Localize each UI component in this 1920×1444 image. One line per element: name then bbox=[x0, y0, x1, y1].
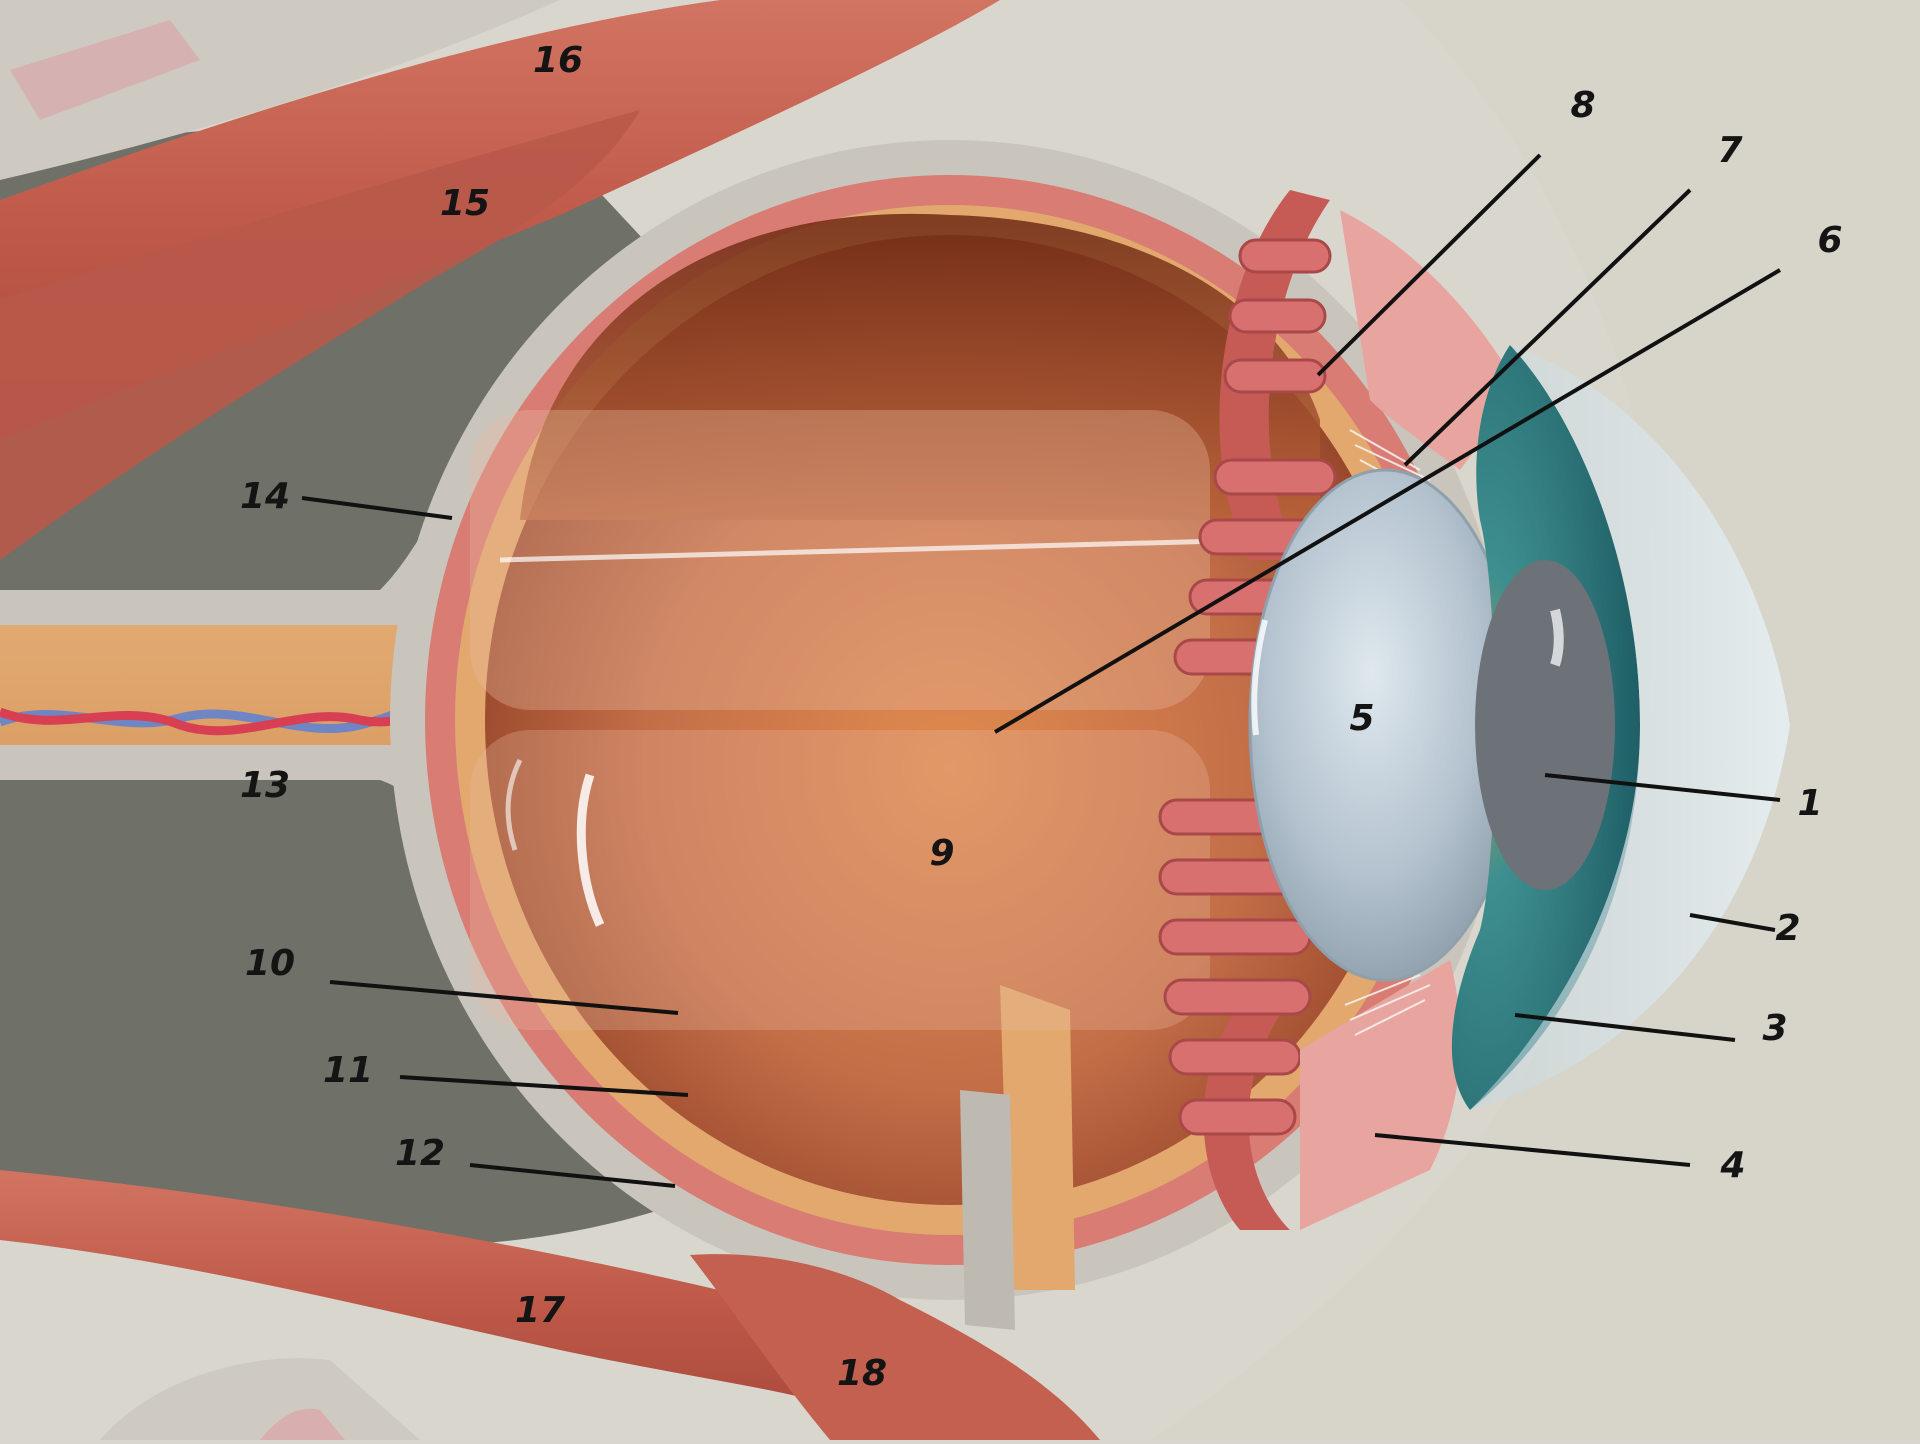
label-6: 6 bbox=[1817, 220, 1842, 261]
label-2: 2 bbox=[1775, 908, 1800, 949]
gel-slab-lower bbox=[470, 730, 1210, 1030]
cutaway-sclera-face bbox=[960, 1090, 1015, 1330]
optic-nerve bbox=[0, 530, 480, 820]
bone-bottom bbox=[100, 1358, 420, 1440]
leader-3 bbox=[1514, 1013, 1736, 1042]
highlight-1 bbox=[499, 537, 1261, 563]
label-13: 13 bbox=[240, 765, 290, 806]
vitreous-upper-dark bbox=[520, 213, 1320, 520]
label-4: 4 bbox=[1719, 1145, 1745, 1186]
label-3: 3 bbox=[1762, 1008, 1787, 1049]
anterior-sclera-top bbox=[1340, 210, 1520, 470]
label-16: 16 bbox=[533, 40, 583, 81]
label-17: 17 bbox=[515, 1290, 565, 1331]
pupil bbox=[1475, 560, 1615, 890]
label-7: 7 bbox=[1717, 130, 1742, 171]
label-10: 10 bbox=[245, 943, 295, 984]
cutaway-retina-edge bbox=[1000, 985, 1075, 1290]
muscle-15 bbox=[0, 110, 640, 560]
highlight-3 bbox=[505, 758, 523, 851]
muscle-18 bbox=[690, 1254, 1100, 1440]
bone-bottom-marrow bbox=[260, 1408, 345, 1440]
leader-1 bbox=[1544, 773, 1781, 802]
leader-4 bbox=[1374, 1133, 1691, 1167]
leader-2 bbox=[1689, 913, 1776, 932]
label-14: 14 bbox=[240, 476, 290, 517]
leader-lines bbox=[301, 153, 1782, 1188]
bone-top-marrow bbox=[10, 20, 200, 120]
anterior-sclera-bottom bbox=[1300, 960, 1461, 1230]
label-11: 11 bbox=[323, 1050, 373, 1091]
lens-highlight bbox=[1251, 619, 1268, 736]
label-12: 12 bbox=[395, 1133, 445, 1174]
leader-6 bbox=[993, 268, 1782, 734]
label-9: 9 bbox=[929, 833, 954, 874]
leader-8 bbox=[1316, 153, 1542, 377]
leader-12 bbox=[469, 1163, 676, 1188]
right-background-fade bbox=[1150, 0, 1920, 1440]
label-8: 8 bbox=[1570, 85, 1595, 126]
leader-10 bbox=[329, 980, 679, 1015]
number-labels: 1 2 3 4 5 6 7 8 9 10 11 12 13 14 15 16 1… bbox=[240, 40, 1843, 1394]
highlight-2 bbox=[576, 773, 605, 927]
label-15: 15 bbox=[440, 183, 490, 224]
pupil-highlight bbox=[1550, 608, 1564, 667]
gel-slab-upper bbox=[470, 410, 1210, 710]
leader-11 bbox=[399, 1075, 689, 1097]
label-5: 5 bbox=[1349, 698, 1374, 739]
ciliary-folds bbox=[1158, 238, 1337, 1136]
label-1: 1 bbox=[1797, 783, 1822, 824]
leader-14 bbox=[301, 496, 453, 520]
label-18: 18 bbox=[837, 1353, 887, 1394]
leader-7 bbox=[1403, 188, 1692, 467]
muscle-17 bbox=[0, 1170, 930, 1420]
